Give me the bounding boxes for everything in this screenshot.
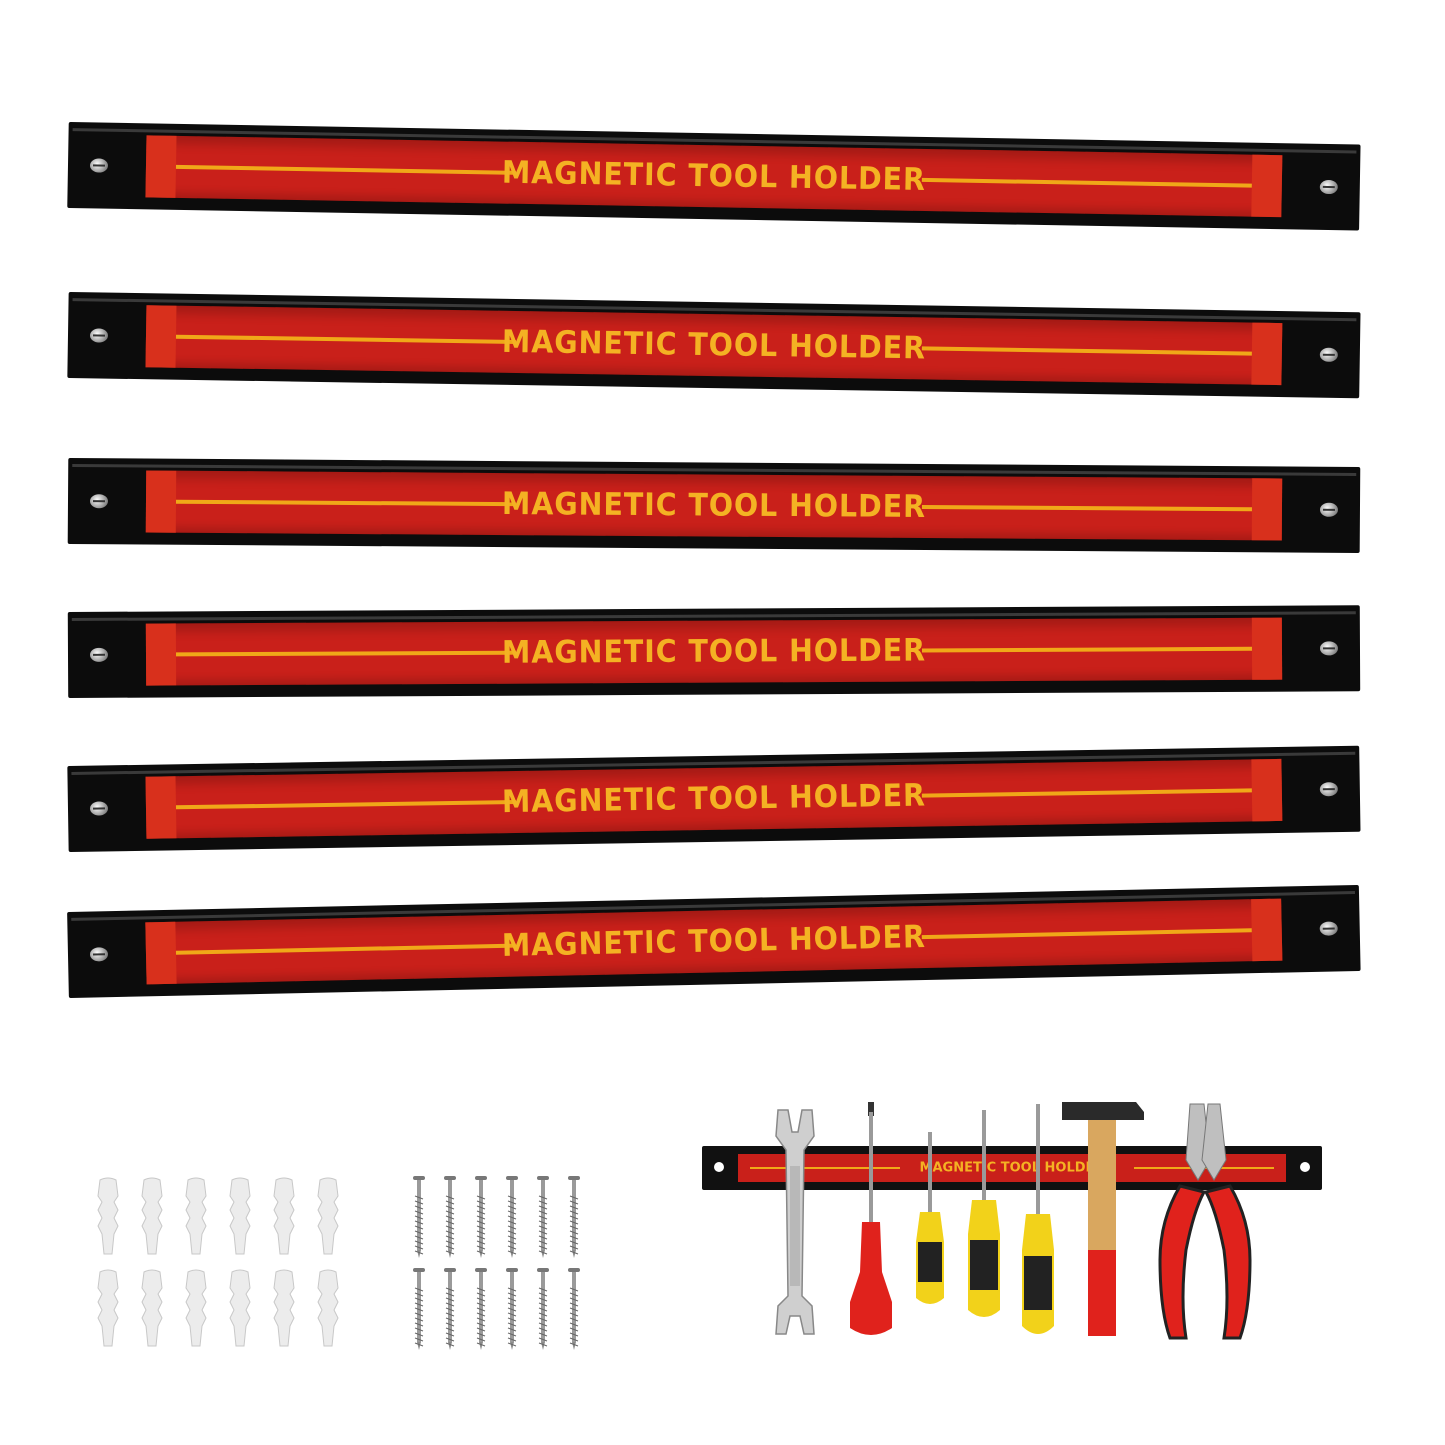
wall-anchor-icon [270, 1176, 298, 1256]
mounting-screw-icon [89, 494, 109, 509]
screw-icon [567, 1268, 581, 1350]
mount-hole [1300, 1162, 1310, 1172]
holder-face: MAGNETIC TOOL HOLDER [145, 617, 1283, 686]
screwdriver-icon [916, 1132, 944, 1304]
wrench-icon [775, 1109, 815, 1335]
screw-icon [443, 1176, 457, 1258]
holder-label: MAGNETIC TOOL HOLDER [501, 919, 927, 964]
screw-icon [505, 1268, 519, 1350]
wall-anchor-icon [314, 1268, 342, 1348]
screw-icon [567, 1176, 581, 1258]
screw-icon [474, 1176, 488, 1258]
screw-icon [505, 1176, 519, 1258]
mount-hole [714, 1162, 724, 1172]
wall-anchor-icon [94, 1268, 122, 1348]
wall-anchor-icon [314, 1176, 342, 1256]
wall-anchor-icon [182, 1176, 210, 1256]
wall-anchor-icon [270, 1268, 298, 1348]
holder-bar: MAGNETIC TOOL HOLDER [67, 884, 1361, 998]
holder-bar: MAGNETIC TOOL HOLDER [67, 122, 1361, 231]
hammer-icon [1062, 1102, 1144, 1336]
mounting-screw-icon [89, 328, 109, 343]
mounting-screw-icon [89, 158, 109, 173]
screw-icon [536, 1176, 550, 1258]
mounting-screw-icon [1319, 179, 1338, 195]
holder-label: MAGNETIC TOOL HOLDER [501, 777, 927, 821]
screwdriver-icon [850, 1102, 892, 1335]
wall-anchor-icon [94, 1176, 122, 1256]
screw-icon [412, 1268, 426, 1350]
screw-icon [474, 1268, 488, 1350]
holder-bar: MAGNETIC TOOL HOLDER [67, 745, 1361, 852]
holder-bar: MAGNETIC TOOL HOLDER [67, 605, 1361, 698]
holder-face: MAGNETIC TOOL HOLDER [145, 470, 1283, 541]
mounting-screw-icon [1319, 502, 1339, 517]
holder-label: MAGNETIC TOOL HOLDER [501, 632, 927, 671]
holder-label: MAGNETIC TOOL HOLDER [919, 1160, 1105, 1176]
screw-icon [536, 1268, 550, 1350]
wall-anchor-icon [226, 1176, 254, 1256]
mounting-screw-icon [1319, 347, 1338, 362]
pliers-icon [1158, 1103, 1252, 1340]
holder-label: MAGNETIC TOOL HOLDER [501, 486, 927, 525]
stripe-left [750, 1167, 900, 1169]
wall-anchor-icon [226, 1268, 254, 1348]
holder-bar: MAGNETIC TOOL HOLDER [67, 458, 1361, 554]
mounting-screw-icon [89, 647, 109, 662]
screwdriver-icon [1022, 1104, 1054, 1334]
screw-icon [412, 1176, 426, 1258]
screw-icon [443, 1268, 457, 1350]
holder-label: MAGNETIC TOOL HOLDER [501, 323, 927, 367]
mounting-screw-icon [1319, 641, 1339, 656]
holder-label: MAGNETIC TOOL HOLDER [501, 154, 927, 198]
holder-bar: MAGNETIC TOOL HOLDER [67, 292, 1361, 399]
wall-anchor-icon [138, 1268, 166, 1348]
screwdriver-icon [968, 1110, 1000, 1317]
wall-anchor-icon [138, 1176, 166, 1256]
wall-anchor-icon [182, 1268, 210, 1348]
